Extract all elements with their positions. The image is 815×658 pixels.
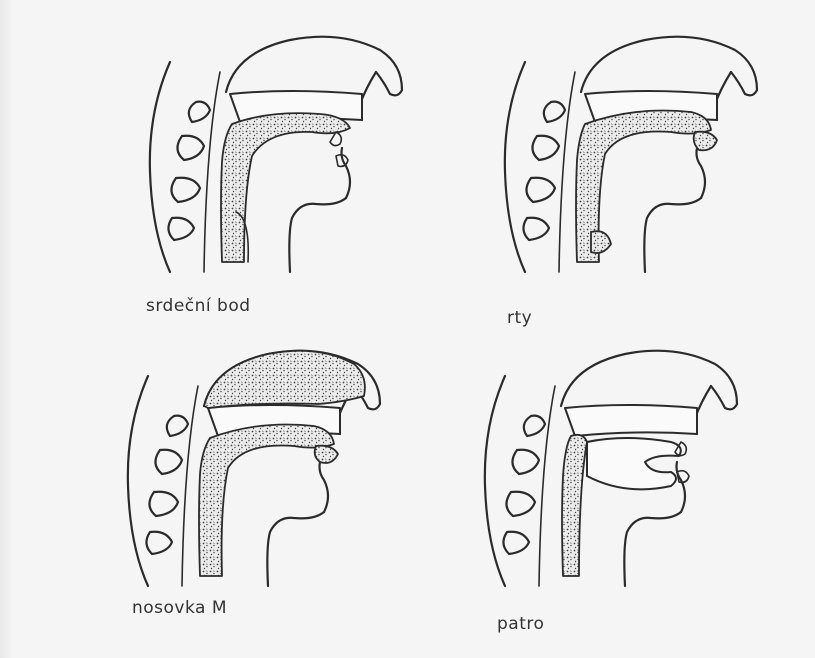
panel-label: patro	[497, 614, 544, 634]
head-diagram-nasal-m	[118, 346, 388, 596]
head-diagram-heart-point	[140, 32, 410, 282]
panel-lips: rty	[495, 32, 765, 282]
panel-nasal-m: nosovka M	[118, 346, 388, 596]
panel-palate: patro	[475, 346, 745, 596]
head-diagram-lips	[495, 32, 765, 282]
panel-heart-point: srdeční bod	[140, 32, 410, 282]
panel-label: nosovka M	[132, 598, 227, 618]
head-diagram-palate	[475, 346, 745, 596]
panel-label: rty	[507, 308, 532, 328]
page-edge	[0, 0, 14, 658]
panel-label: srdeční bod	[146, 296, 251, 316]
